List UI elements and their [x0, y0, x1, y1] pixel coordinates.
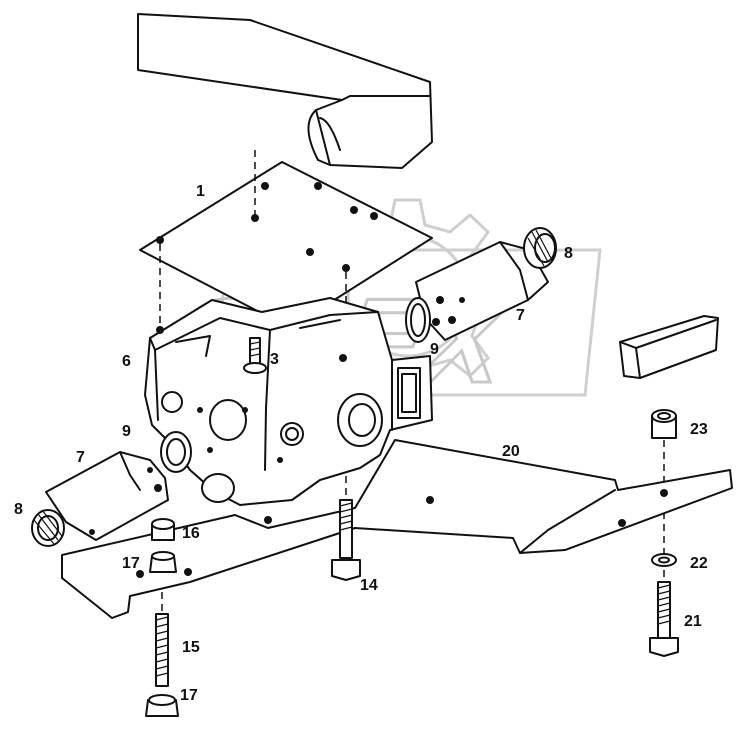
callout-9-left: 9	[122, 423, 131, 440]
callout-8-left: 8	[14, 501, 23, 518]
callout-17-lower: 17	[180, 687, 198, 704]
callout-3: 3	[270, 351, 279, 368]
nut-part-17-lower	[145, 694, 179, 717]
rubber-block	[619, 315, 719, 379]
upper-mounting-block	[137, 13, 433, 169]
callout-20: 20	[502, 443, 520, 460]
bolt-part-14	[331, 499, 361, 581]
callout-labels: 1 3 6 7 8 9 9 7 8 20 23 16 17 14 22 21 1…	[14, 183, 708, 704]
washer-part-22	[651, 553, 677, 567]
o-ring-right	[405, 297, 431, 343]
callout-15: 15	[182, 639, 200, 656]
screw-part-3	[243, 337, 267, 374]
callout-22: 22	[690, 555, 708, 572]
o-ring-left	[160, 431, 192, 473]
mounting-bracket-plate	[61, 439, 733, 619]
callout-8-right: 8	[564, 245, 573, 262]
solenoid-right	[415, 241, 549, 341]
callout-17-upper: 17	[122, 555, 140, 572]
callout-7-right: 7	[516, 307, 525, 324]
gasket-plate	[139, 161, 433, 329]
callout-21: 21	[684, 613, 702, 630]
callout-7-left: 7	[76, 449, 85, 466]
solenoid-nut-left	[31, 509, 65, 547]
callout-16: 16	[182, 525, 200, 542]
nut-part-17-upper	[149, 551, 177, 573]
solenoid-left	[45, 451, 169, 541]
stud-part-15	[155, 613, 169, 687]
callout-14: 14	[360, 577, 378, 594]
bushing-part-23	[651, 409, 677, 439]
callout-23: 23	[690, 421, 708, 438]
callout-9-right: 9	[430, 341, 439, 358]
valve-body	[144, 297, 433, 506]
bolt-part-21	[649, 581, 679, 657]
spacer-part-16	[151, 518, 175, 541]
solenoid-nut-right	[523, 227, 557, 269]
callout-1: 1	[196, 183, 205, 200]
callout-6: 6	[122, 353, 131, 370]
